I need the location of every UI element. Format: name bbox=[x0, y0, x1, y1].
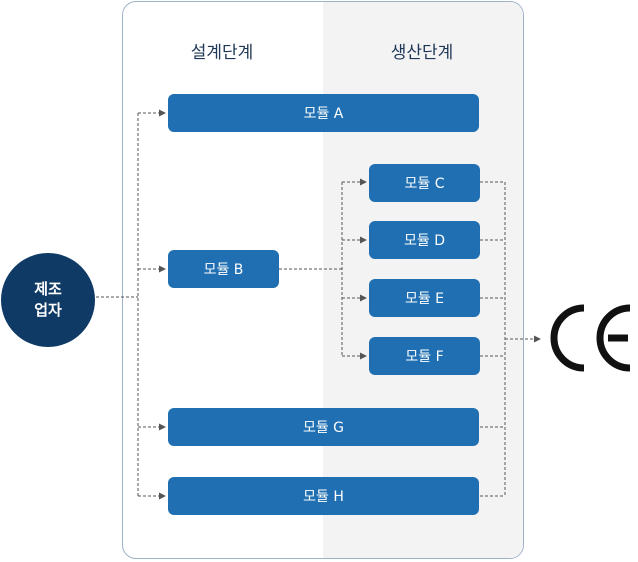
module-g: 모듈 G bbox=[168, 408, 479, 446]
module-d: 모듈 D bbox=[369, 221, 480, 259]
module-h: 모듈 H bbox=[168, 477, 479, 515]
module-b: 모듈 B bbox=[168, 250, 279, 288]
module-a: 모듈 A bbox=[168, 94, 479, 132]
manufacturer-label-line1: 제조 bbox=[34, 280, 62, 298]
manufacturer-label-line2: 업자 bbox=[34, 301, 62, 319]
production-phase-label: 생산단계 bbox=[390, 43, 454, 63]
design-phase-label: 설계단계 bbox=[190, 43, 254, 63]
module-c: 모듈 C bbox=[369, 164, 480, 202]
manufacturer-node: 제조 업자 bbox=[1, 253, 95, 347]
module-e: 모듈 E bbox=[369, 279, 480, 317]
module-f: 모듈 F bbox=[369, 337, 480, 375]
ce-mark-icon bbox=[550, 304, 631, 372]
